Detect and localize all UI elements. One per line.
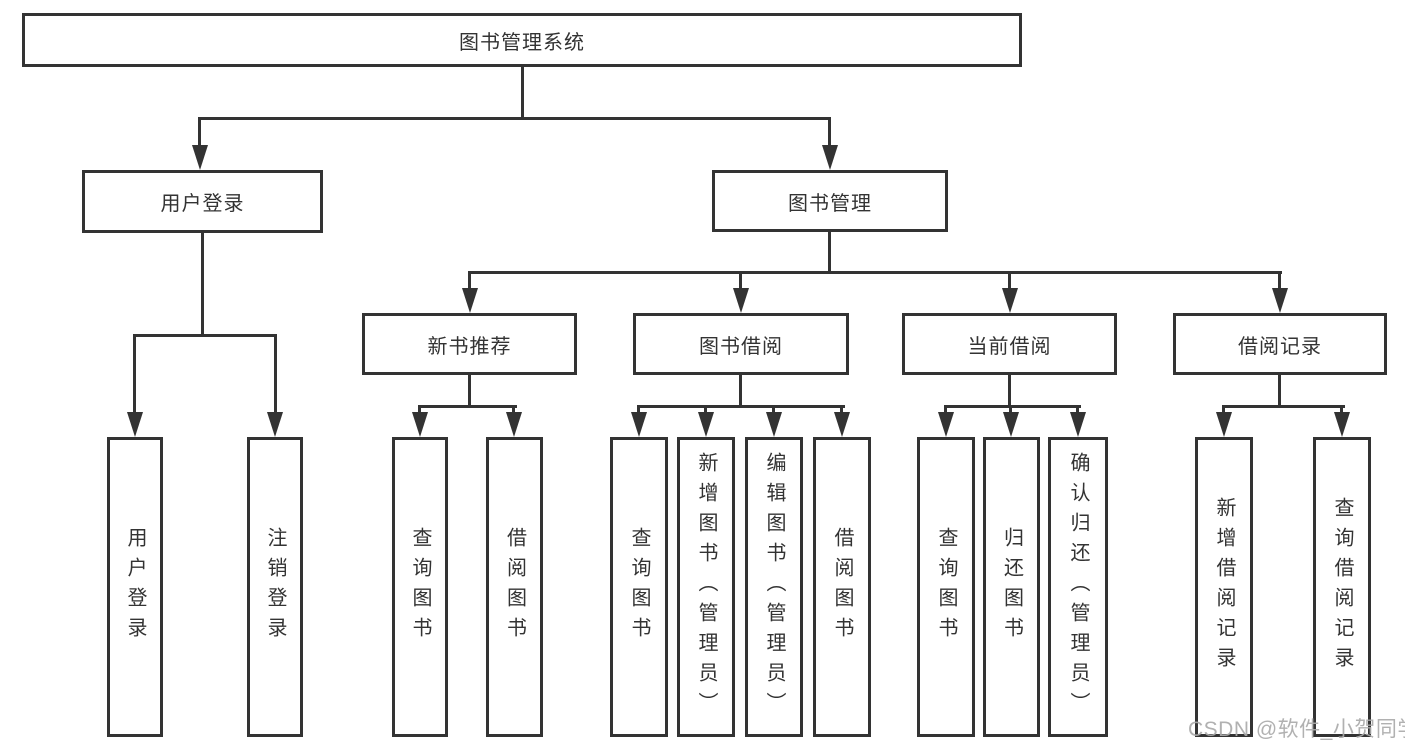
- connector-line: [637, 405, 640, 416]
- connector-line: [1278, 375, 1281, 408]
- watermark: CSDN @软件_小贺同学: [1188, 718, 1405, 741]
- leaf-return-book: 归还图书: [983, 437, 1040, 737]
- node-new-book-recommend: 新书推荐: [362, 313, 577, 375]
- arrowhead-icon: [631, 412, 647, 437]
- leaf-query-borrow-record: 查询借阅记录: [1313, 437, 1371, 737]
- node-borrow-record: 借阅记录: [1173, 313, 1387, 375]
- node-current-borrow: 当前借阅: [902, 313, 1117, 375]
- connector-line: [772, 405, 775, 416]
- arrowhead-icon: [192, 145, 208, 170]
- connector-line: [133, 334, 136, 415]
- connector-line: [1222, 405, 1345, 408]
- connector-line: [828, 232, 831, 274]
- leaf-current-query-book: 查询图书: [917, 437, 975, 737]
- leaf-borrow-book: 借阅图书: [813, 437, 871, 737]
- arrowhead-icon: [267, 412, 283, 437]
- arrowhead-icon: [733, 288, 749, 313]
- connector-line: [739, 271, 742, 291]
- connector-line: [418, 405, 517, 408]
- leaf-newbook-borrow-book-label: 借阅图书: [503, 527, 526, 647]
- leaf-borrow-query-book-label: 查询图书: [628, 527, 650, 647]
- leaf-confirm-return-admin-label: 确认归还（管理员）: [1067, 452, 1089, 722]
- connector-line: [840, 405, 843, 416]
- connector-line: [944, 405, 1081, 408]
- leaf-add-book-admin-label: 新增图书（管理员）: [695, 452, 717, 722]
- leaf-return-book-label: 归还图书: [1000, 527, 1023, 647]
- leaf-borrow-query-book: 查询图书: [610, 437, 668, 737]
- leaf-borrow-book-label: 借阅图书: [831, 527, 853, 647]
- arrowhead-icon: [1003, 412, 1019, 437]
- connector-line: [1222, 405, 1225, 416]
- connector-line: [704, 405, 707, 416]
- connector-line: [1340, 405, 1343, 416]
- connector-line: [198, 117, 831, 120]
- connector-line: [1278, 271, 1281, 291]
- connector-line: [944, 405, 947, 416]
- connector-line: [1009, 405, 1012, 416]
- leaf-newbook-query-book-label: 查询图书: [409, 527, 431, 647]
- arrowhead-icon: [938, 412, 954, 437]
- leaf-newbook-borrow-book: 借阅图书: [486, 437, 543, 737]
- arrowhead-icon: [506, 412, 522, 437]
- connector-line: [198, 117, 201, 148]
- leaf-edit-book-admin: 编辑图书（管理员）: [745, 437, 803, 737]
- connector-line: [828, 117, 831, 148]
- leaf-add-borrow-record-label: 新增借阅记录: [1213, 497, 1235, 677]
- connector-line: [1076, 405, 1079, 416]
- leaf-add-book-admin: 新增图书（管理员）: [677, 437, 735, 737]
- connector-line: [201, 233, 204, 337]
- leaf-query-borrow-record-label: 查询借阅记录: [1331, 497, 1353, 677]
- arrowhead-icon: [834, 412, 850, 437]
- leaf-add-borrow-record: 新增借阅记录: [1195, 437, 1253, 737]
- connector-line: [133, 334, 277, 337]
- leaf-confirm-return-admin: 确认归还（管理员）: [1048, 437, 1108, 737]
- arrowhead-icon: [1216, 412, 1232, 437]
- connector-line: [468, 375, 471, 408]
- leaf-newbook-query-book: 查询图书: [392, 437, 448, 737]
- connector-line: [1008, 375, 1011, 408]
- arrowhead-icon: [766, 412, 782, 437]
- connector-line: [418, 405, 421, 416]
- node-book-borrow: 图书借阅: [633, 313, 849, 375]
- arrowhead-icon: [1272, 288, 1288, 313]
- arrowhead-icon: [462, 288, 478, 313]
- leaf-current-query-book-label: 查询图书: [935, 527, 957, 647]
- connector-line: [637, 405, 845, 408]
- node-system-root: 图书管理系统: [22, 13, 1022, 67]
- arrowhead-icon: [698, 412, 714, 437]
- connector-line: [468, 271, 1282, 274]
- connector-line: [521, 67, 524, 120]
- leaf-logout-login: 注销登录: [247, 437, 303, 737]
- leaf-logout-login-label: 注销登录: [264, 527, 286, 647]
- node-user-login: 用户登录: [82, 170, 323, 233]
- leaf-edit-book-admin-label: 编辑图书（管理员）: [763, 452, 785, 722]
- connector-line: [1008, 271, 1011, 291]
- arrowhead-icon: [1070, 412, 1086, 437]
- leaf-user-login-label: 用户登录: [124, 527, 146, 647]
- arrowhead-icon: [822, 145, 838, 170]
- connector-line: [739, 375, 742, 408]
- connector-line: [274, 334, 277, 415]
- arrowhead-icon: [412, 412, 428, 437]
- arrowhead-icon: [127, 412, 143, 437]
- arrowhead-icon: [1334, 412, 1350, 437]
- node-book-management: 图书管理: [712, 170, 948, 232]
- connector-line: [468, 271, 471, 291]
- connector-line: [512, 405, 515, 416]
- leaf-user-login: 用户登录: [107, 437, 163, 737]
- arrowhead-icon: [1002, 288, 1018, 313]
